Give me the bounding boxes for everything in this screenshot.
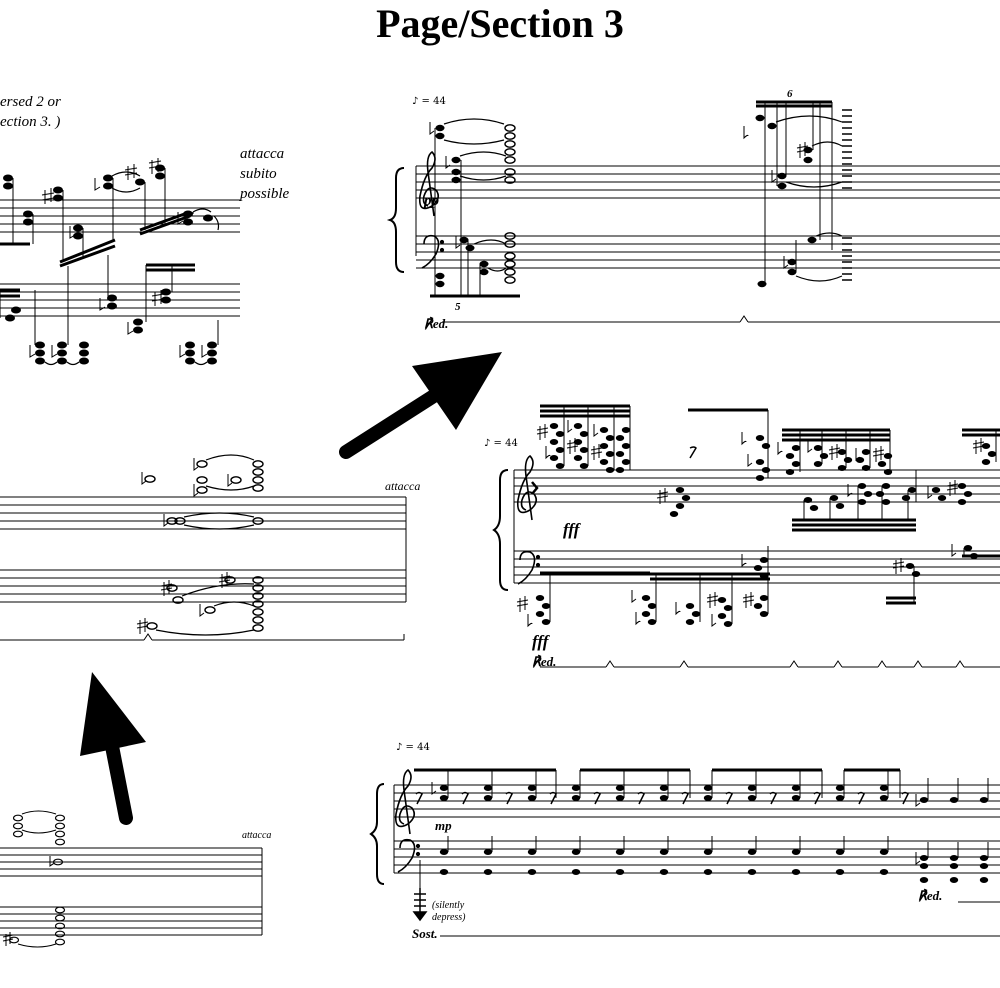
ties-topleft xyxy=(44,171,220,366)
clefs-topright xyxy=(418,150,445,269)
bass-clef-icon xyxy=(517,550,536,585)
bass-staff xyxy=(0,906,262,936)
accidentals-middleright xyxy=(516,420,985,628)
noteheads-bottomright xyxy=(439,785,989,883)
stems-topright xyxy=(434,102,833,296)
dynamic-fff: fff xyxy=(532,632,549,651)
tempo-marking: ♪ = 44 xyxy=(412,96,446,107)
arrow-up-right-icon xyxy=(339,352,502,459)
treble-clef-icon xyxy=(418,150,440,217)
treble-clef-icon xyxy=(394,768,416,835)
performance-note: ersed 2 or ection 3. ) xyxy=(0,94,61,130)
bass-staff xyxy=(416,235,1000,269)
bass-staff xyxy=(394,840,1000,874)
hollow-noteheads-topright xyxy=(504,124,516,284)
treble-staff xyxy=(514,469,1000,503)
clefs-bottomright xyxy=(394,768,421,873)
staff-system-middleleft xyxy=(0,496,407,641)
clefs-middleright xyxy=(516,446,697,585)
pedal-marking: ℟ed. xyxy=(424,316,449,331)
dynamic-fff: fff xyxy=(563,520,580,539)
attacca-text: attacca xyxy=(385,479,421,493)
treble-staff xyxy=(394,784,1000,818)
staff-system-bottomright xyxy=(369,768,1000,937)
bass-staff xyxy=(514,550,1000,584)
beams xyxy=(540,404,1000,605)
bass-clef-icon xyxy=(397,838,416,873)
accidentals-bottomleft xyxy=(2,856,55,946)
ties-bottomleft xyxy=(17,810,57,948)
noteheads-topleft xyxy=(3,164,217,365)
attacca-subito-text: attacca subito possible xyxy=(240,146,290,202)
staff-system-topright xyxy=(386,100,1000,323)
noteheads-topright xyxy=(435,114,817,288)
sostenuto-marking: Sost. xyxy=(412,926,438,941)
accidentals-topleft xyxy=(29,158,208,358)
staff-system-topleft xyxy=(0,199,240,317)
rests-bottomright xyxy=(415,791,909,805)
treble-staff xyxy=(0,496,406,530)
tuplet-number: 5 xyxy=(455,301,461,313)
pedal-marking: ℟ed. xyxy=(918,888,943,903)
bass-staff xyxy=(0,569,406,603)
tuplet-number: 6 xyxy=(787,88,793,100)
stems-bottomright xyxy=(419,770,989,890)
accidentals-bottomright xyxy=(431,782,921,865)
staff-system-middleright xyxy=(492,404,1000,668)
silently-depress-text: (silently depress) xyxy=(432,900,466,923)
hollow-noteheads-bottomleft xyxy=(8,814,66,946)
treble-staff xyxy=(0,199,240,233)
dynamic-mp: mp xyxy=(435,818,452,833)
page-title: Page/Section 3 xyxy=(376,1,624,46)
stems-topleft xyxy=(0,168,219,345)
bass-staff xyxy=(0,283,240,317)
noteheads-middleright xyxy=(535,423,997,627)
ties-topright xyxy=(443,115,843,282)
treble-staff xyxy=(416,165,1000,199)
ties-middleleft xyxy=(155,454,255,636)
attacca-text: attacca xyxy=(242,830,272,841)
bass-clef-icon xyxy=(421,234,440,269)
hollow-noteheads-middleleft xyxy=(144,460,264,632)
accidentals-middleleft xyxy=(136,458,233,634)
beams xyxy=(0,210,195,298)
treble-clef-icon xyxy=(516,454,538,521)
accidentals-topright xyxy=(429,122,809,269)
sostenuto-arrow xyxy=(412,888,428,922)
tremolo-marks-topright xyxy=(842,109,852,281)
pedal-marking: ℟ed. xyxy=(532,654,557,669)
treble-staff xyxy=(0,847,262,877)
tempo-marking: ♪ = 44 xyxy=(396,742,430,753)
stems-middleright xyxy=(549,406,997,624)
tempo-marking: ♪ = 44 xyxy=(484,438,518,449)
staff-system-bottomleft xyxy=(0,847,263,936)
arrow-up-icon xyxy=(80,672,146,825)
